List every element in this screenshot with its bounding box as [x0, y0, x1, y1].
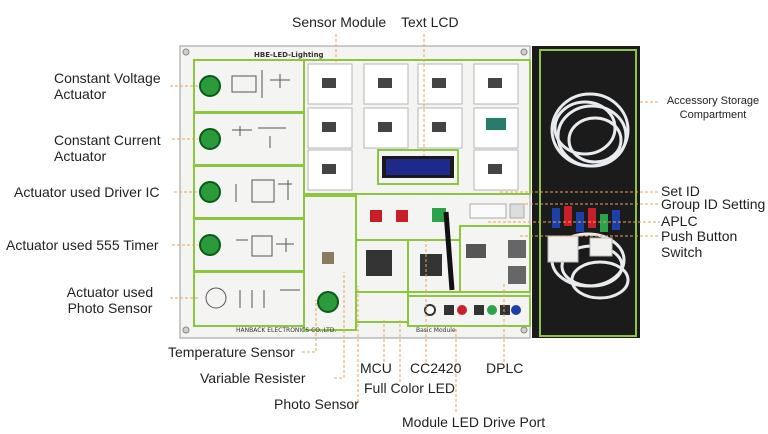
board-title: HBE-LED-Lighting: [254, 51, 324, 59]
label-aplc: APLC: [661, 213, 698, 229]
sensor-module-chips: [322, 78, 506, 174]
label-line: Compartment: [679, 109, 747, 121]
label-line: Accessory Storage: [666, 95, 760, 107]
label-line: Constant Current: [54, 132, 161, 148]
label-actuator-photo-sensor: Actuator used Photo Sensor: [56, 284, 164, 316]
label-photo-sensor: Photo Sensor: [274, 396, 359, 412]
label-line: Actuator: [54, 148, 107, 164]
colored-connectors: [547, 206, 620, 263]
text-lcd-screen: [386, 159, 450, 175]
label-line: Actuator: [54, 86, 107, 102]
sensor-module-tiles: [307, 63, 519, 191]
label-line: Actuator used: [66, 284, 154, 300]
board-section-label: Basic Module: [416, 327, 456, 334]
label-constant-current-actuator: Constant Current Actuator: [54, 132, 161, 164]
label-sensor-module: Sensor Module: [292, 14, 387, 30]
label-line: Switch: [661, 244, 703, 260]
label-constant-voltage-actuator: Constant Voltage Actuator: [54, 70, 172, 102]
label-text-lcd: Text LCD: [401, 14, 459, 30]
label-variable-resister: Variable Resister: [200, 370, 306, 386]
board-screws: [182, 48, 528, 334]
label-push-button-switch: Push Button Switch: [661, 228, 737, 260]
label-dplc: DPLC: [486, 360, 524, 376]
label-module-led-drive-port: Module LED Drive Port: [402, 414, 546, 430]
middle-modules: [322, 203, 526, 291]
label-actuator-driver-ic: Actuator used Driver IC: [14, 184, 160, 200]
label-line: Constant Voltage: [54, 70, 161, 86]
label-mcu: MCU: [360, 360, 392, 376]
label-group-id-setting: Group ID Setting: [661, 196, 766, 212]
board-maker: HANBACK ELECTRONICS CO.,LTD.: [236, 327, 337, 334]
label-set-id: Set ID: [661, 183, 700, 199]
drive-port-jacks: [424, 304, 521, 316]
label-temperature-sensor: Temperature Sensor: [168, 344, 295, 360]
circuit-glyphs: [205, 70, 300, 309]
callout-lines: [170, 34, 660, 412]
label-accessory-storage: Accessory Storage Compartment: [662, 94, 764, 122]
label-full-color-led: Full Color LED: [364, 380, 456, 396]
storage-highlight: [539, 49, 637, 337]
label-line: Photo Sensor: [67, 300, 153, 316]
label-line: Push Button: [661, 228, 738, 244]
actuator-knobs: [199, 75, 339, 313]
label-actuator-555-timer: Actuator used 555 Timer: [6, 237, 159, 253]
label-cc2420: CC2420: [410, 360, 462, 376]
